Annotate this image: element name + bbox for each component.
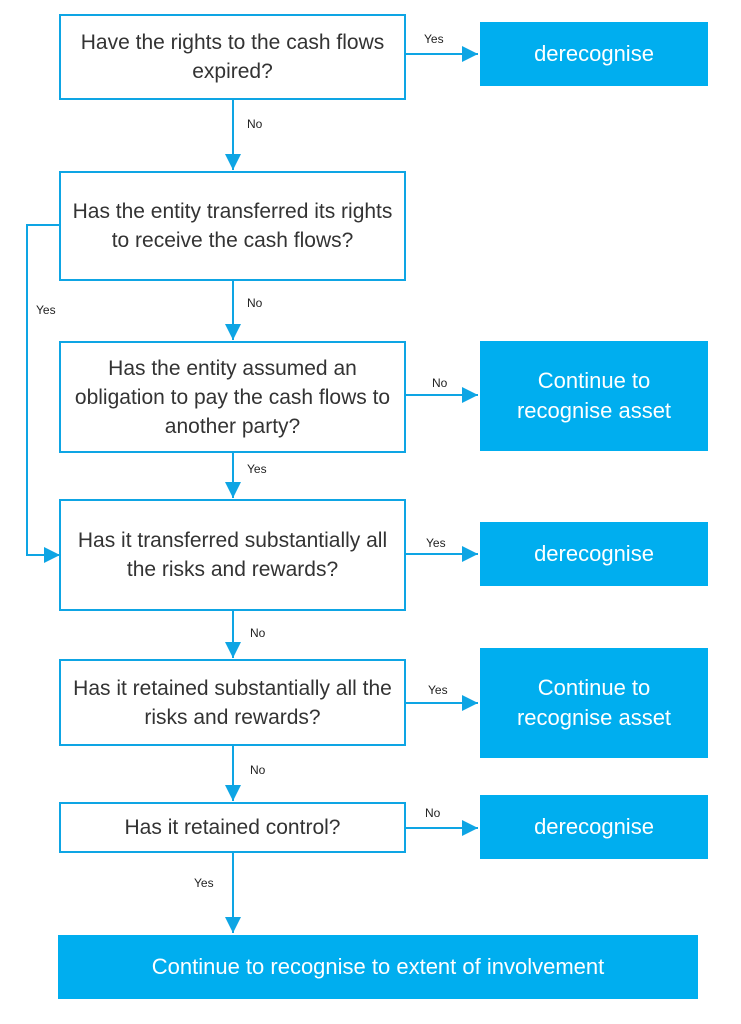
question-3-text: Has the entity assumed an obligation to …	[74, 356, 391, 438]
label-q4-no: No	[250, 626, 266, 640]
outcome-derecognise-3: derecognise	[480, 795, 708, 859]
question-4: Has it transferred substantially all the…	[59, 499, 406, 611]
label-q2-no: No	[247, 296, 263, 310]
label-q1-yes: Yes	[424, 32, 444, 46]
outcome-derecognise-2: derecognise	[480, 522, 708, 586]
question-2-text: Has the entity transferred its rights to…	[72, 200, 393, 252]
outcome-continue-1: Continue to recognise asset	[480, 341, 708, 451]
outcome-4-text: Continue to recognise asset	[516, 675, 672, 730]
outcome-5-text: derecognise	[534, 814, 654, 839]
label-q5-no: No	[250, 763, 266, 777]
label-q5-yes: Yes	[428, 683, 448, 697]
outcome-final-text: Continue to recognise to extent of invol…	[151, 954, 605, 979]
question-4-text: Has it transferred substantially all the…	[77, 529, 388, 581]
outcome-2-text: Continue to recognise asset	[516, 368, 672, 423]
question-1-text: Have the rights to the cash flows expire…	[80, 31, 385, 83]
question-6: Has it retained control?	[59, 802, 406, 853]
question-1: Have the rights to the cash flows expire…	[59, 14, 406, 100]
label-q6-no: No	[425, 806, 441, 820]
question-2: Has the entity transferred its rights to…	[59, 171, 406, 281]
label-q1-no: No	[247, 117, 263, 131]
outcome-1-text: derecognise	[534, 41, 654, 66]
outcome-3-text: derecognise	[534, 541, 654, 566]
question-6-text: Has it retained control?	[124, 816, 341, 839]
arrow-q2-yes	[26, 224, 60, 563]
outcome-continue-2: Continue to recognise asset	[480, 648, 708, 758]
question-3: Has the entity assumed an obligation to …	[59, 341, 406, 453]
question-5-text: Has it retained substantially all the ri…	[73, 676, 392, 729]
label-q4-yes: Yes	[426, 536, 446, 550]
question-5: Has it retained substantially all the ri…	[59, 659, 406, 746]
outcome-final: Continue to recognise to extent of invol…	[58, 935, 698, 999]
label-q6-yes: Yes	[194, 876, 214, 890]
outcome-derecognise-1: derecognise	[480, 22, 708, 86]
label-q2-yes: Yes	[36, 303, 56, 317]
label-q3-yes: Yes	[247, 462, 267, 476]
label-q3-no: No	[432, 376, 448, 390]
